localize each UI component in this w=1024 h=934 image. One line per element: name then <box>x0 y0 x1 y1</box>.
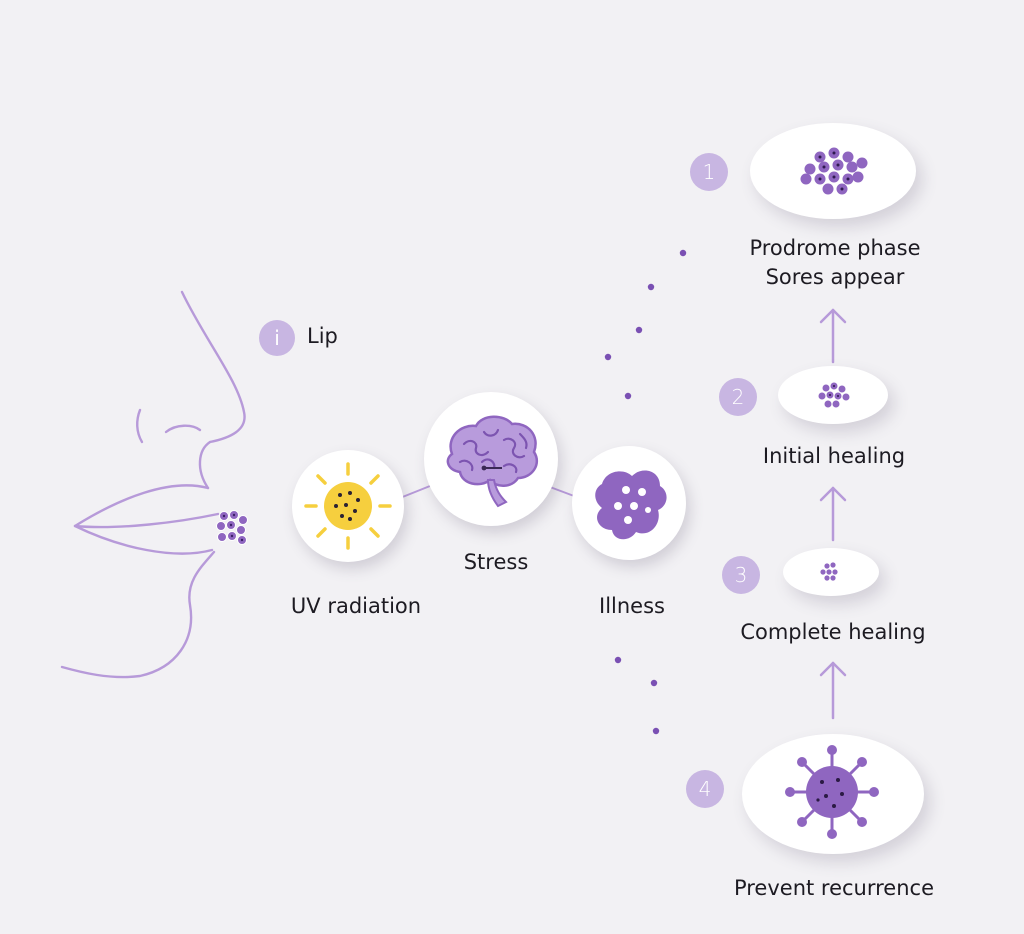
stage-3-number-badge: 3 <box>722 556 760 594</box>
stage-1-number-badge: 1 <box>690 153 728 191</box>
lip-label: Lip <box>307 324 338 348</box>
face-profile-outline <box>60 290 246 679</box>
stage-arrows <box>819 308 847 720</box>
uv-radiation-node <box>292 450 404 562</box>
stage-1-label: Prodrome phase Sores appear <box>730 234 940 292</box>
stage-2-number-badge: 2 <box>719 378 757 416</box>
tiny-blister-cluster-icon <box>820 562 838 581</box>
stage-3-node <box>783 548 879 596</box>
dotted-path-lower <box>614 656 660 735</box>
brain-icon <box>446 415 539 508</box>
illness-node <box>572 446 686 560</box>
stage-2-node <box>778 366 888 424</box>
stage-3-label: Complete healing <box>740 620 926 644</box>
stage-1-node <box>750 123 916 219</box>
germ-icon <box>595 470 667 540</box>
stage-1-label-line2: Sores appear <box>765 265 905 289</box>
stage-4-label: Prevent recurrence <box>733 876 935 900</box>
small-blister-cluster-icon <box>818 382 850 408</box>
stage-4-number-badge: 4 <box>686 770 724 808</box>
virus-icon <box>785 745 879 839</box>
illness-label: Illness <box>599 594 665 618</box>
info-icon: i <box>259 320 295 356</box>
stress-node <box>424 392 558 526</box>
stage-2-label: Initial healing <box>762 444 906 468</box>
stage-1-label-line1: Prodrome phase <box>749 236 921 260</box>
stress-label: Stress <box>463 550 529 574</box>
sun-icon <box>304 462 392 550</box>
info-marker[interactable]: i <box>259 320 299 356</box>
lip-sore-icon <box>216 510 248 545</box>
uv-radiation-label: UV radiation <box>290 594 422 618</box>
dotted-path-upper <box>604 249 687 400</box>
blister-cluster-icon <box>800 147 868 195</box>
stage-4-node <box>742 734 924 854</box>
